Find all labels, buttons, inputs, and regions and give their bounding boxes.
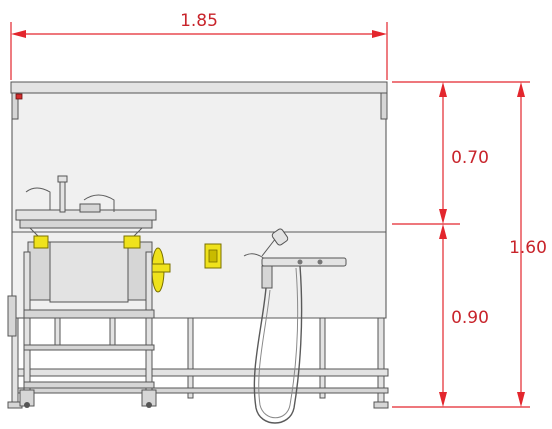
left-wheel bbox=[24, 402, 30, 408]
spray-hose-assembly bbox=[243, 228, 347, 424]
top-rim bbox=[10, 81, 388, 94]
spray-gun-barrel bbox=[261, 237, 277, 257]
dimension-annotations: 1.85 0.70 0.90 1.60 bbox=[10, 11, 547, 408]
kettle-assembly bbox=[15, 175, 171, 408]
valve-body bbox=[261, 265, 273, 289]
base-rail bbox=[11, 387, 389, 394]
indicator-light-icon bbox=[15, 93, 23, 100]
right-foot bbox=[373, 401, 389, 409]
cart-bottom-rail bbox=[23, 381, 155, 389]
switch-knob bbox=[208, 249, 218, 263]
width-arrow-left bbox=[11, 30, 26, 38]
left-handle bbox=[25, 187, 51, 210]
left-pivot bbox=[33, 235, 49, 249]
faucet-base bbox=[79, 203, 101, 213]
cart-mid-rail bbox=[23, 344, 155, 351]
mount-screw-2 bbox=[317, 259, 323, 265]
rim-left-return bbox=[11, 92, 19, 120]
width-label: 1.85 bbox=[180, 11, 218, 31]
total-arrow-top bbox=[517, 82, 525, 97]
upper-arrow-bottom bbox=[439, 209, 447, 224]
hose-mount-bar bbox=[261, 257, 347, 267]
upper-height-label: 0.70 bbox=[451, 148, 489, 168]
cart-inner-post-2 bbox=[109, 317, 116, 346]
back-panel bbox=[11, 83, 387, 235]
width-arrow-right bbox=[372, 30, 387, 38]
lower-height-label: 0.90 bbox=[451, 308, 489, 328]
lower-arrow-top bbox=[439, 224, 447, 239]
upper-arrow-top bbox=[439, 82, 447, 97]
center-leg-1 bbox=[187, 317, 194, 399]
right-handle bbox=[83, 194, 115, 212]
kettle-body bbox=[49, 241, 129, 303]
lower-rail bbox=[11, 368, 389, 377]
hose-loop-outer bbox=[253, 265, 303, 424]
right-wheel bbox=[146, 402, 152, 408]
control-switch bbox=[204, 243, 222, 269]
cart-right-post bbox=[145, 251, 153, 403]
mount-screw-1 bbox=[297, 259, 303, 265]
total-height-label: 1.60 bbox=[509, 238, 547, 258]
faucet-stem bbox=[59, 179, 66, 213]
rim-right-return bbox=[380, 92, 388, 120]
lower-arrow-bottom bbox=[439, 392, 447, 407]
faucet-cap bbox=[57, 175, 68, 183]
left-side-bracket bbox=[7, 295, 17, 337]
pan-frame bbox=[19, 219, 153, 229]
total-arrow-bottom bbox=[517, 392, 525, 407]
cart-inner-post-1 bbox=[54, 317, 61, 346]
right-pivot bbox=[123, 235, 141, 249]
hose-loop-inner bbox=[258, 267, 299, 419]
cart-upper-rail bbox=[23, 309, 155, 319]
spray-nozzle-head bbox=[271, 228, 289, 246]
center-leg-2 bbox=[319, 317, 326, 399]
cart-left-post bbox=[23, 251, 31, 403]
left-trunnion-box bbox=[27, 241, 51, 301]
